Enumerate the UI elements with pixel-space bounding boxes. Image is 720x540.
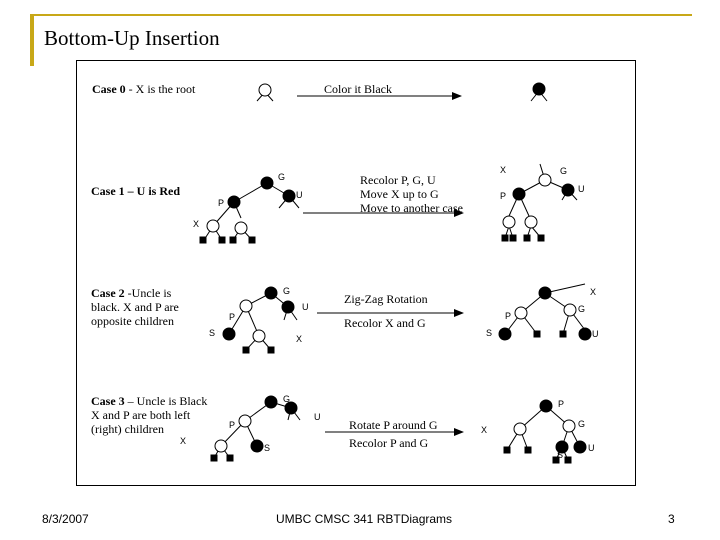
case0-left-tree [256,83,274,102]
case1-right-label-p: P [500,191,507,201]
case2-left-tree [222,286,298,354]
case3-action-recolor: Recolor P and G [349,436,429,450]
case1-left-tree [199,176,300,244]
case1-label-p: P [218,198,225,208]
case3-right-tree [503,399,587,464]
case2-action-recolor: Recolor X and G [344,316,426,330]
footer-date: 8/3/2007 [42,512,89,526]
case1-right-label-g: G [560,166,568,176]
case3-right-label-p: P [558,399,565,409]
case1-right-label-x: X [500,165,507,175]
case2-right-label-s: S [486,328,493,338]
case2-right-label-p: P [505,311,512,321]
case2-description: Case 2 -Uncle is black. X and P are oppo… [91,286,179,328]
case3-right-label-u: U [588,443,595,453]
case3-label-s: S [264,443,271,453]
slide-frame-top [30,14,692,16]
slide-title: Bottom-Up Insertion [44,26,220,50]
case0-description: Case 0 - X is the root [92,82,196,96]
slide-frame-left [30,14,34,66]
case1-right-tree [501,163,578,242]
case3-action-rotate: Rotate P around G [349,418,438,432]
case3-label-p: P [229,420,236,430]
case2-label-p: P [229,312,236,322]
case3-left-tree [210,395,301,462]
case2-label-x: X [296,334,303,344]
case3-label-x: X [180,436,187,446]
case1-action-recolor: Recolor P, G, U [360,173,436,187]
case1-description: Case 1 – U is Red [91,184,180,198]
case1-label-g: G [278,172,286,182]
case1-action-another: Move to another case [360,201,463,215]
diagram-panel [76,60,636,486]
case3-label-u: U [314,412,321,422]
footer-course: UMBC CMSC 341 RBTDiagrams [276,512,453,526]
case3-label-g: G [283,394,291,404]
case2-label-s: S [209,328,216,338]
case2-action-zigzag: Zig-Zag Rotation [344,292,428,306]
case2-right-tree [498,283,592,341]
case2-right-label-u: U [592,329,599,339]
case3-right-label-x: X [481,425,488,435]
case3-right-label-s: S [557,450,564,460]
case1-action-move: Move X up to G [360,187,439,201]
case0-action: Color it Black [324,82,392,96]
case2-right-label-g: G [578,304,586,314]
case1-label-u: U [296,190,303,200]
footer-page-number: 3 [668,512,675,526]
case0-right-tree [530,82,548,102]
case2-label-u: U [302,302,309,312]
case2-right-label-x: X [590,287,597,297]
case3-description: Case 3 – Uncle is Black X and P are both… [91,394,208,436]
case1-right-label-u: U [578,184,585,194]
case1-label-x: X [193,219,200,229]
case2-label-g: G [283,286,291,296]
case3-right-label-g: G [578,419,586,429]
